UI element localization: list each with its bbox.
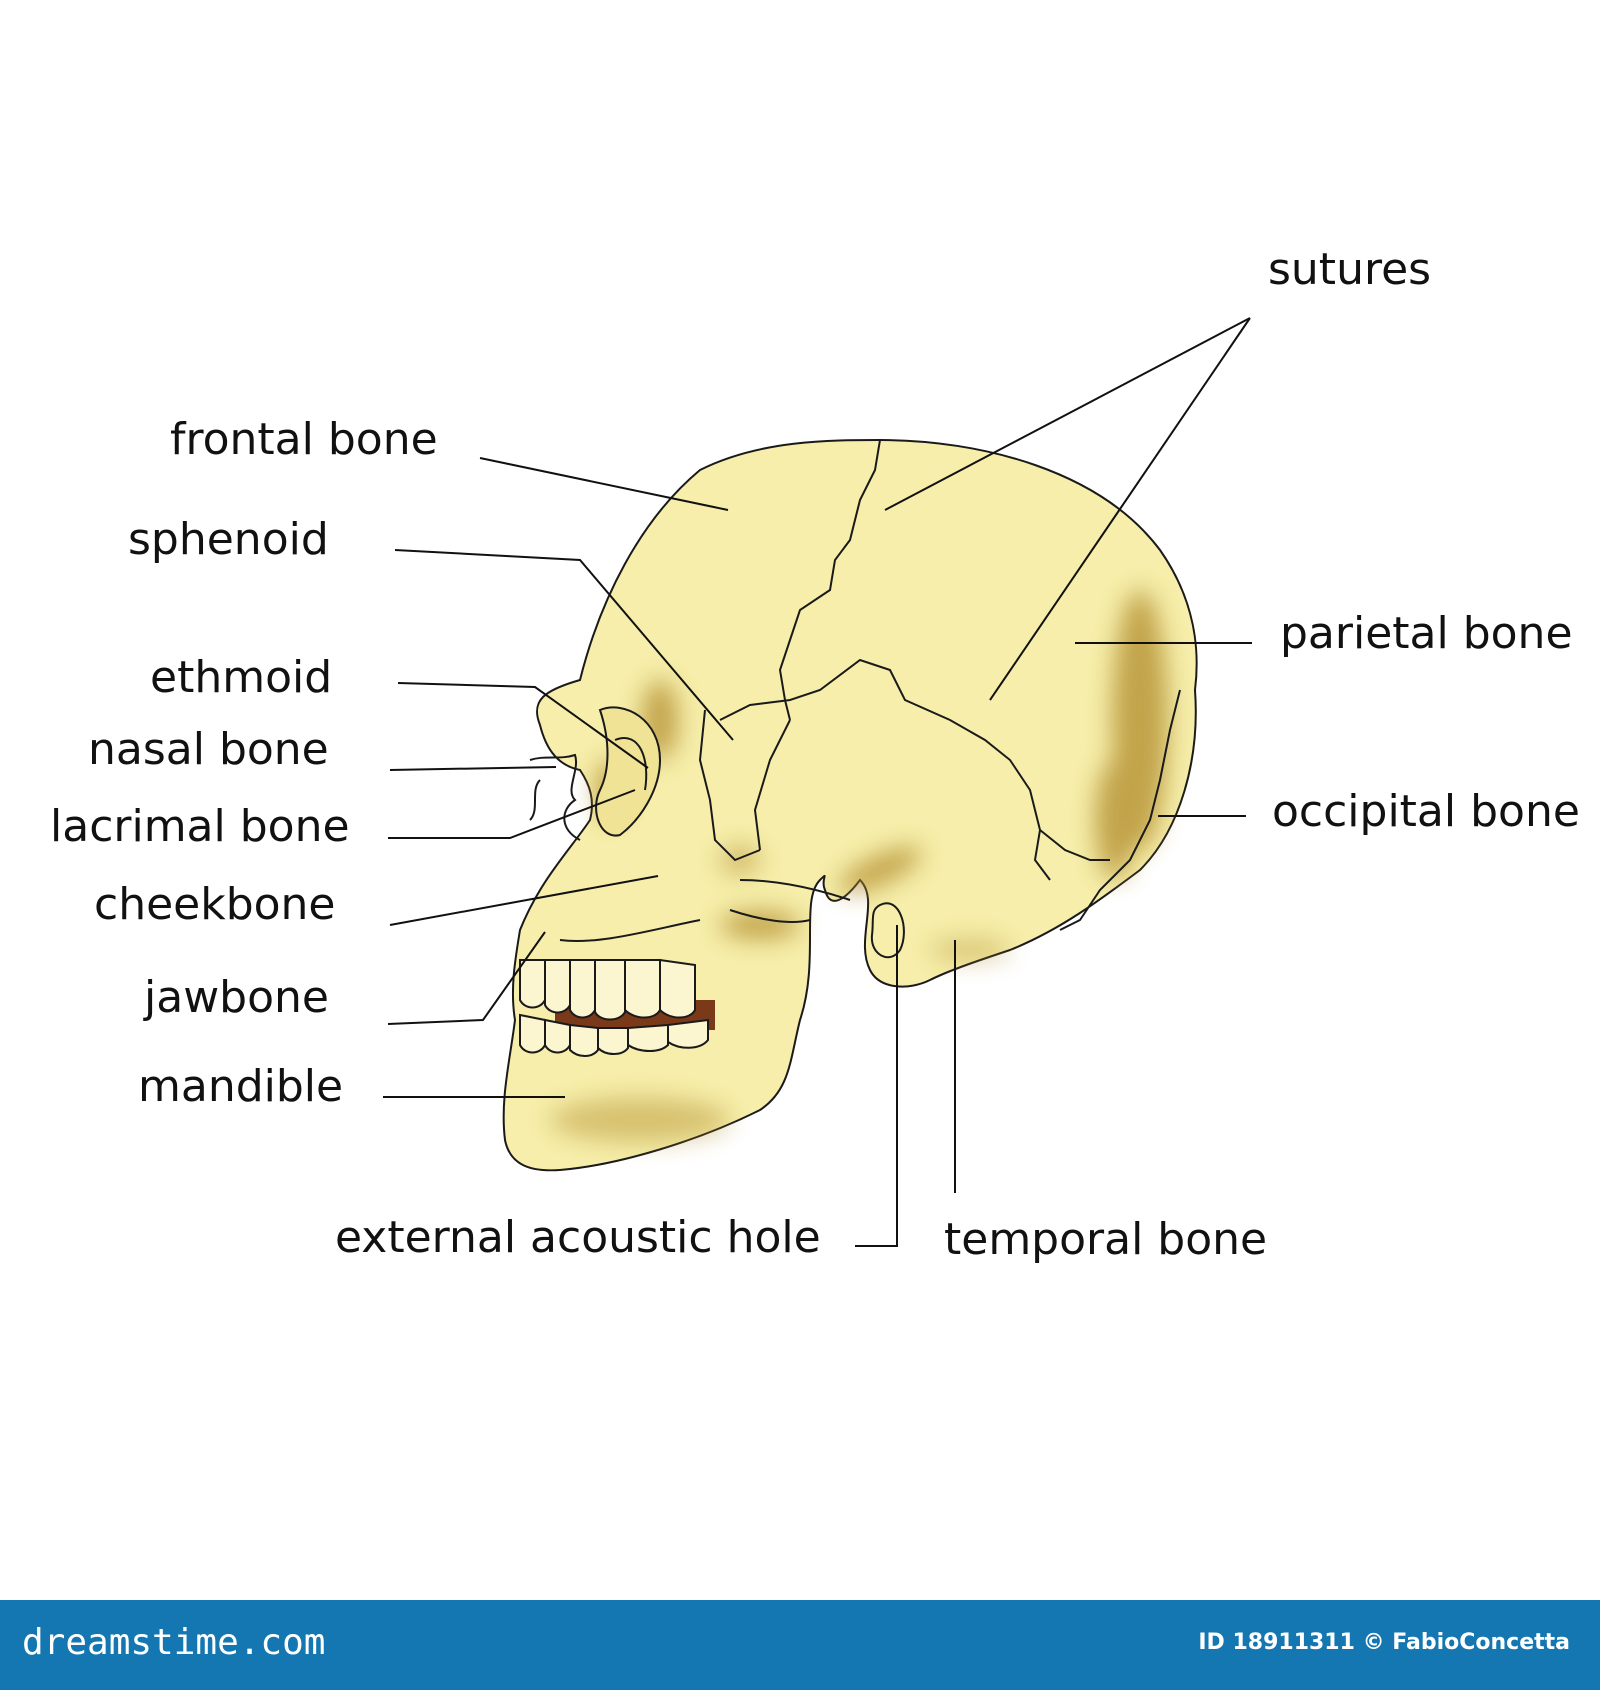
- bone-shading: [550, 590, 1168, 1142]
- label-mandible: mandible: [138, 1061, 344, 1112]
- label-external-acoustic-hole: external acoustic hole: [335, 1212, 821, 1263]
- leader-lines: [383, 317, 1252, 1247]
- eye-orbit: [529, 706, 662, 841]
- label-parietal-bone: parietal bone: [1280, 608, 1573, 659]
- label-cheekbone: cheekbone: [94, 879, 336, 930]
- image-credit: ID 18911311 © FabioConcetta: [1198, 1630, 1570, 1655]
- ear-hole: [870, 902, 905, 959]
- label-jawbone: jawbone: [144, 972, 329, 1023]
- footer-bar: dreamstime.com ID 18911311 © FabioConcet…: [0, 1600, 1600, 1690]
- teeth: [519, 958, 715, 1057]
- label-frontal-bone: frontal bone: [170, 414, 438, 465]
- label-nasal-bone: nasal bone: [88, 724, 329, 775]
- brand-logo[interactable]: dreamstime.com: [22, 1622, 326, 1663]
- label-sutures: sutures: [1268, 244, 1432, 295]
- suture-lines: [559, 439, 1181, 942]
- label-ethmoid: ethmoid: [150, 652, 333, 703]
- label-sphenoid: sphenoid: [128, 514, 329, 565]
- label-occipital-bone: occipital bone: [1272, 786, 1580, 837]
- label-temporal-bone: temporal bone: [944, 1214, 1268, 1265]
- label-lacrimal-bone: lacrimal bone: [50, 801, 350, 852]
